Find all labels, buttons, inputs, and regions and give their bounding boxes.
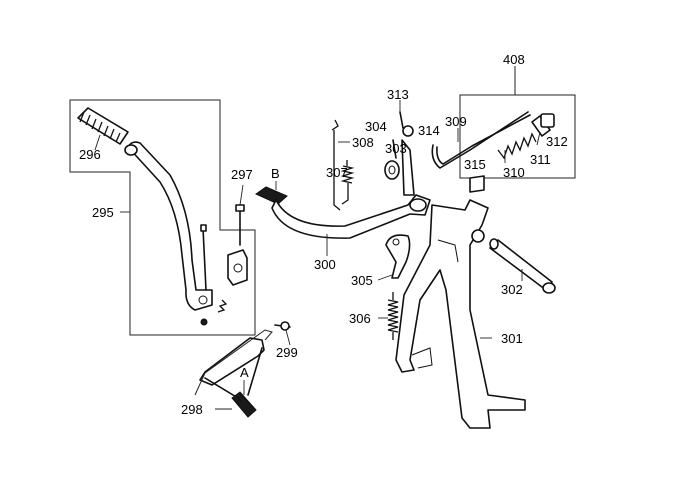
label-297: 297 <box>231 167 253 182</box>
label-301: 301 <box>501 331 523 346</box>
part-306-stand-spring <box>387 292 399 340</box>
part-301-main-stand <box>395 199 526 429</box>
callout-b: B <box>271 166 280 181</box>
part-313-split-pin <box>399 111 404 129</box>
label-311: 311 <box>530 152 551 167</box>
part-315-bushing <box>469 175 485 193</box>
part-314-nut <box>402 125 414 137</box>
label-306: 306 <box>349 311 371 326</box>
part-296-kick-grip <box>77 107 129 145</box>
leader-299 <box>285 329 291 346</box>
label-310: 310 <box>503 165 525 180</box>
shift-group-outline <box>194 329 273 396</box>
label-315: 315 <box>464 157 486 172</box>
part-kick-clamp-block <box>200 249 248 326</box>
part-308-return-spring <box>331 119 341 211</box>
label-309: 309 <box>445 114 467 129</box>
leader-297 <box>239 184 244 206</box>
part-295-kick-arm <box>124 141 213 311</box>
part-stand-bracket <box>401 139 415 196</box>
part-304-cotter-pin <box>392 139 397 159</box>
part-310-rod-spring <box>497 132 537 160</box>
label-300: 300 <box>314 257 336 272</box>
label-298: 298 <box>181 402 203 417</box>
label-303: 303 <box>385 141 407 156</box>
part-303-washer <box>384 160 400 180</box>
label-295: 295 <box>92 205 114 220</box>
callout-a: A <box>240 365 249 380</box>
label-304: 304 <box>365 119 387 134</box>
part-312-adjust-nut <box>540 113 555 128</box>
part-309-brake-rod <box>431 111 531 169</box>
leader-305 <box>377 274 393 281</box>
label-314: 314 <box>418 123 440 138</box>
label-312: 312 <box>546 134 568 149</box>
part-brake-pedal-pad <box>254 186 288 205</box>
label-296: 296 <box>79 147 101 162</box>
part-307-pedal-spring <box>340 160 355 205</box>
label-308: 308 <box>352 135 374 150</box>
leader-311 <box>536 131 541 146</box>
label-305: 305 <box>351 273 373 288</box>
label-307: 307 <box>326 165 348 180</box>
stand-pivot-group-bracket <box>459 94 576 179</box>
part-300-brake-pedal-arm <box>271 194 431 239</box>
part-302-pivot-shaft <box>489 238 556 294</box>
label-408: 408 <box>503 52 525 67</box>
part-299-pedal-bolt <box>274 321 291 331</box>
label-313: 313 <box>387 87 409 102</box>
label-299: 299 <box>276 345 298 360</box>
leader-296 <box>94 134 101 151</box>
label-302: 302 <box>501 282 523 297</box>
part-305-spring-hook-arm <box>385 234 411 279</box>
part-298-shift-pedal <box>199 337 265 418</box>
kickstarter-group-bracket <box>69 99 256 336</box>
